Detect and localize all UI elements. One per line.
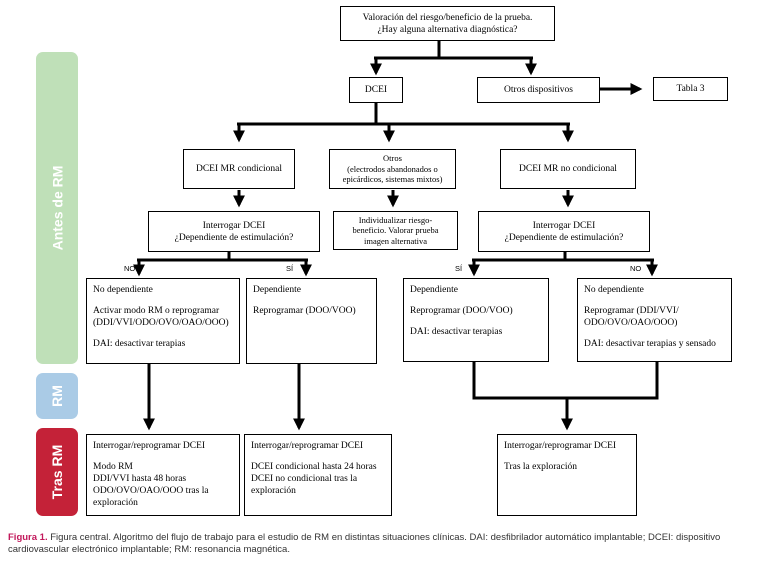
dep-right-action: Reprogramar (DOO/VOO) (410, 306, 513, 316)
no-dep-left-dai: DAI: desactivar terapias (93, 339, 186, 349)
node-post-right: Interrogar/reprogramar DCEI Tras la expl… (497, 434, 637, 516)
post-left-line-2: DDI/VVI hasta 48 horas (93, 474, 187, 484)
phase-tras-rm: Tras RM (36, 428, 78, 516)
connector-merge-left (472, 362, 568, 400)
connector-merge-right (566, 362, 659, 400)
no-dep-left-action-1: Activar modo RM o reprogramar (93, 306, 220, 316)
otros-line-3: epicárdicos, sistemas mixtos) (342, 174, 443, 185)
no-dep-left-title: No dependiente (93, 285, 153, 295)
post-left-line-1: Modo RM (93, 462, 133, 472)
node-dcei-mr-no-condicional: DCEI MR no condicional (500, 149, 636, 189)
otros-dispositivos-label: Otros dispositivos (504, 85, 573, 95)
figure-caption: Figura 1. Figura central. Algoritmo del … (8, 532, 758, 556)
post-middle-line-3: exploración (251, 486, 296, 496)
branch-label-no-left: NO (124, 264, 136, 273)
node-valoracion: Valoración del riesgo/beneficio de la pr… (340, 6, 555, 41)
post-left-line-4: exploración (93, 498, 138, 508)
interrogar-left-line-1: Interrogar DCEI (202, 220, 266, 231)
node-interrogar-left: Interrogar DCEI ¿Dependiente de estimula… (148, 211, 320, 252)
dcei-mr-no-condicional-label: DCEI MR no condicional (519, 164, 617, 174)
phase-rm: RM (36, 373, 78, 419)
node-dcei-mr-condicional: DCEI MR condicional (183, 149, 295, 189)
post-left-title: Interrogar/reprogramar DCEI (93, 441, 206, 451)
no-dep-right-action-2: ODO/OVO/OAO/OOO) (584, 318, 678, 328)
individualizar-line-1: Individualizar riesgo- (358, 214, 433, 225)
node-post-left: Interrogar/reprogramar DCEI Modo RM DDI/… (86, 434, 240, 516)
branch-label-si-left: SÍ (286, 264, 294, 273)
no-dep-right-title: No dependiente (584, 285, 644, 295)
no-dep-right-dai: DAI: desactivar terapias y sensado (584, 339, 716, 349)
figure-label: Figura 1. (8, 532, 48, 543)
dep-right-dai: DAI: desactivar terapias (410, 327, 503, 337)
no-dep-right-action-1: Reprogramar (DDI/VVI/ (584, 306, 679, 316)
post-right-line-1: Tras la exploración (504, 462, 577, 472)
individualizar-line-3: imagen alternativa (363, 235, 427, 246)
otros-line-2: (electrodos abandonados o (347, 163, 438, 174)
node-no-dependiente-right: No dependiente Reprogramar (DDI/VVI/ ODO… (577, 278, 732, 362)
branch-label-no-right: NO (630, 264, 642, 273)
post-right-title: Interrogar/reprogramar DCEI (504, 441, 617, 451)
dep-right-title: Dependiente (410, 285, 459, 295)
valoracion-line-1: Valoración del riesgo/beneficio de la pr… (362, 12, 533, 23)
node-individualizar: Individualizar riesgo- beneficio. Valora… (333, 211, 458, 250)
dep-left-title: Dependiente (253, 285, 302, 295)
valoracion-line-2: ¿Hay alguna alternativa diagnóstica? (377, 24, 518, 35)
otros-line-1: Otros (383, 153, 402, 164)
node-no-dependiente-left: No dependiente Activar modo RM o reprogr… (86, 278, 240, 364)
node-tabla3: Tabla 3 (653, 77, 728, 101)
dcei-mr-condicional-label: DCEI MR condicional (195, 164, 282, 174)
interrogar-right-line-2: ¿Dependiente de estimulación? (504, 232, 624, 243)
node-post-middle: Interrogar/reprogramar DCEI DCEI condici… (244, 434, 392, 516)
dep-left-action: Reprogramar (DOO/VOO) (253, 306, 356, 316)
post-middle-title: Interrogar/reprogramar DCEI (251, 441, 364, 451)
node-otros: Otros (electrodos abandonados o epicárdi… (329, 149, 456, 189)
node-interrogar-right: Interrogar DCEI ¿Dependiente de estimula… (478, 211, 650, 252)
node-dependiente-right: Dependiente Reprogramar (DOO/VOO) DAI: d… (403, 278, 549, 362)
branch-label-si-right: SÍ (455, 264, 463, 273)
individualizar-line-2: beneficio. Valorar prueba (352, 225, 439, 236)
phase-antes-de-rm: Antes de RM (36, 52, 78, 364)
interrogar-left-line-2: ¿Dependiente de estimulación? (174, 232, 294, 243)
figure-caption-text: Figura central. Algoritmo del flujo de t… (8, 532, 721, 555)
post-middle-line-2: DCEI no condicional tras la (251, 474, 358, 484)
tabla3-label: Tabla 3 (676, 84, 705, 94)
interrogar-right-line-1: Interrogar DCEI (532, 220, 596, 231)
node-otros-dispositivos: Otros dispositivos (477, 77, 600, 103)
node-dcei: DCEI (349, 77, 403, 103)
node-dependiente-left: Dependiente Reprogramar (DOO/VOO) (246, 278, 377, 364)
post-left-line-3: ODO/OVO/OAO/OOO tras la (93, 486, 209, 496)
no-dep-left-action-2: (DDI/VVI/ODO/OVO/OAO/OOO) (93, 318, 229, 328)
dcei-label: DCEI (364, 85, 388, 95)
post-middle-line-1: DCEI condicional hasta 24 horas (251, 462, 377, 472)
